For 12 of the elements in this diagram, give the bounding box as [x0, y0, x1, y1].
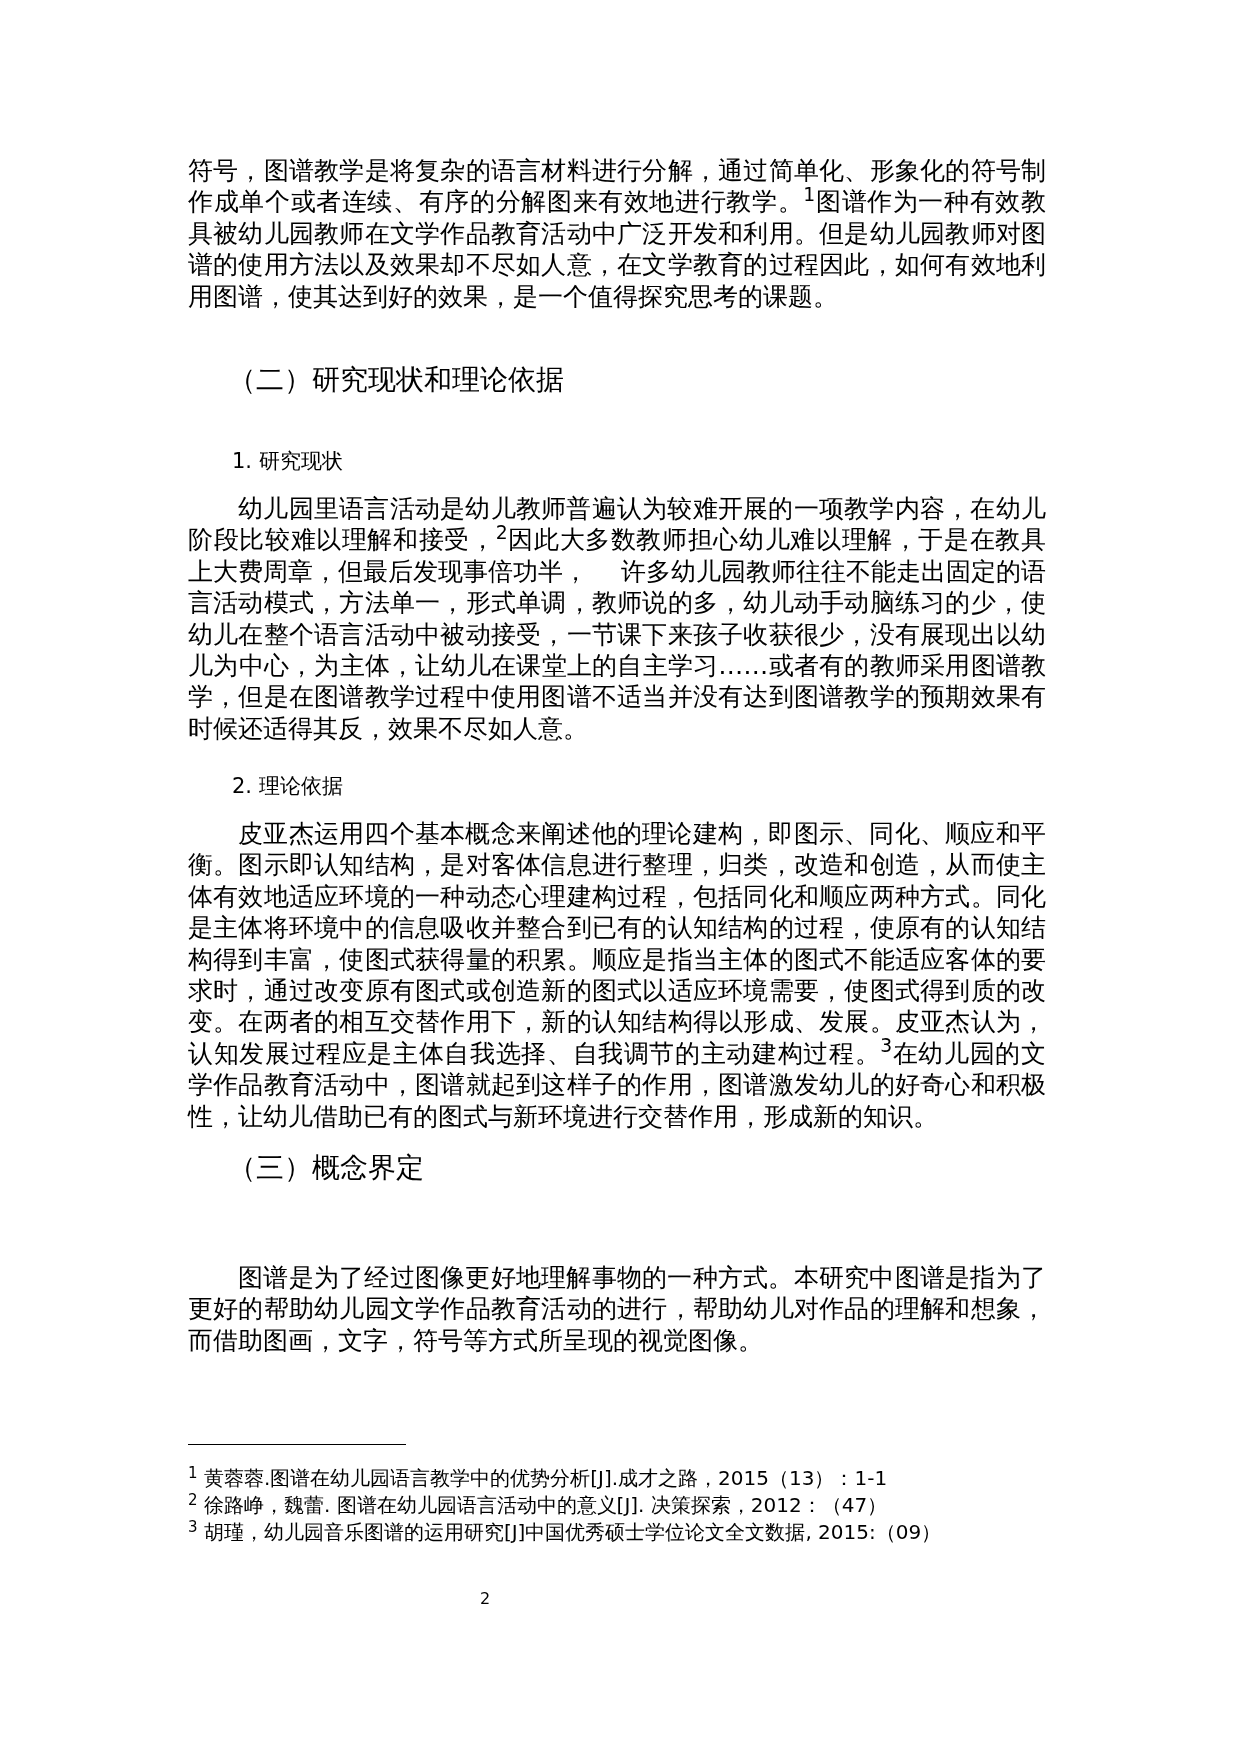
subsection-heading: 1. 研究现状	[232, 448, 343, 475]
footnote: $^{2}$ 徐路峥，魏蕾. 图谱在幼儿园语言活动中的意义[J]. 决策探索，2012：（47）	[188, 1492, 889, 1519]
paragraph: 符号，图谱教学是将复杂的语言材料进行分解，通过简单化、形象化的符号制作成单个或者连续、有序的分解图来有效地进行教学。$^{1}$图谱作为一种有效教具被幼儿园教师在文学作品教育活动中广泛开发和利用。但是幼儿园教师对图谱的使用方法以及效果却不尽如人意，在文学教育的过程因此，如何有效地利用图谱，使其达到好的效果，是一个值得探究思考的课题。	[188, 155, 1046, 313]
paragraph: 皮亚杰运用四个基本概念来阐述他的理论建构，即图示、同化、顺应和平衡。图示即认知结构，是对客体信息进行整理，归类，改造和创造，从而使主体有效地适应环境的一种动态心理建构过程，包括同化和顺应两种方式。同化是主体将环境中的信息吸收并整合到已有的认知结构的过程，使原有的认知结构得到丰富，使图式获得量的积累。顺应是指当主体的图式不能适应客体的要求时，通过改变原有图式或创造新的图式以适应环境需要，使图式得到质的改变。在两者的相互交替作用下，新的认知结构得以形成、发展。皮亚杰认为，认知发展过程应是主体自我选择、自我调节的主动建构过程。$^{3}$在幼儿园的文学作品教育活动中，图谱就起到这样子的作用，图谱激发幼儿的好奇心和积极性，让幼儿借助已有的图式与新环境进行交替作用，形成新的知识。	[188, 818, 1046, 1133]
subsection-heading: 2. 理论依据	[232, 773, 343, 800]
section-heading: （三）概念界定	[228, 1150, 424, 1186]
section-heading: （二）研究现状和理论依据	[228, 362, 564, 398]
paragraph: 图谱是为了经过图像更好地理解事物的一种方式。本研究中图谱是指为了更好的帮助幼儿园文学作品教育活动的进行，帮助幼儿对作品的理解和想象，而借助图画，文字，符号等方式所呈现的视觉图像。	[188, 1262, 1046, 1357]
page-number: 2	[478, 1588, 492, 1610]
paragraph: 幼儿园里语言活动是幼儿教师普遍认为较难开展的一项教学内容，在幼儿阶段比较难以理解和接受，$^{2}$因此大多数教师担心幼儿难以理解，于是在教具上大费周章，但最后发现事倍功半， 许多幼儿园教师往往不能走出固定的语言活动模式，方法单一，形式单调，教师说的多，幼儿动手动脑练习的少，使幼儿在整个语言活动中被动接受，一节课下来孩子收获很少，没有展现出以幼儿为中心，为主体，让幼儿在课堂上的自主学习……或者有的教师采用图谱教学，但是在图谱教学过程中使用图谱不适当并没有达到图谱教学的预期效果有时候还适得其反，效果不尽如人意。	[188, 493, 1046, 745]
footnote: $^{3}$ 胡瑾，幼儿园音乐图谱的运用研究[J]中国优秀硕士学位论文全文数据, 2015:（09）	[188, 1519, 943, 1546]
footnote: $^{1}$ 黄蓉蓉.图谱在幼儿园语言教学中的优势分析[J].成才之路，2015（13）：1-1	[188, 1465, 889, 1492]
